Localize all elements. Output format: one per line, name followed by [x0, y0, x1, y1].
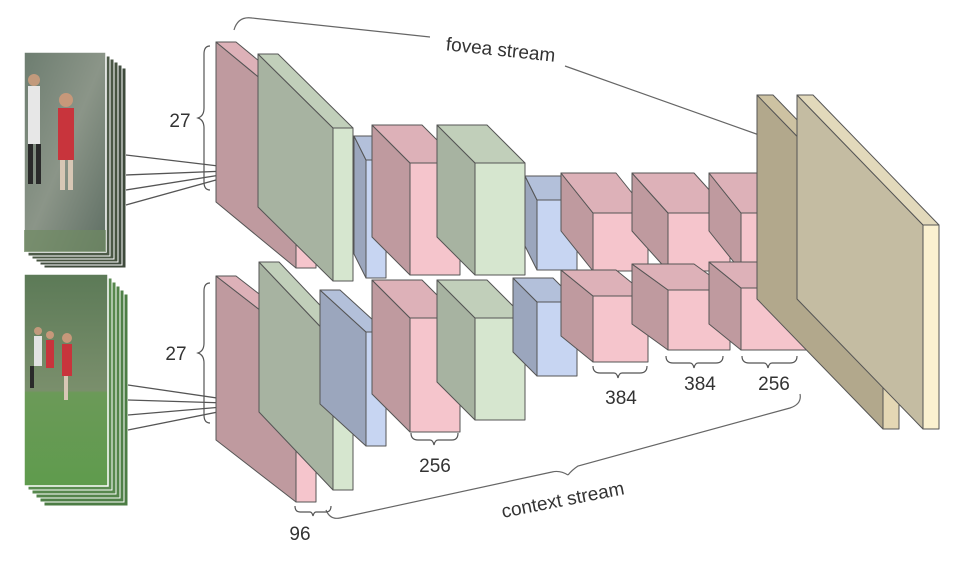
fovea-stream-label: fovea stream	[445, 34, 556, 66]
fovea-stream-bracket	[233, 17, 763, 137]
dim-brace-256-final	[741, 355, 798, 369]
dim-brace-256-context	[410, 432, 459, 446]
dim-brace-96	[294, 505, 332, 517]
context-input-frames	[23, 273, 129, 507]
dim-label-256-context: 256	[419, 456, 451, 477]
context-input-image	[23, 273, 109, 487]
input-size-label-top: 27	[169, 111, 190, 132]
network-layers	[215, 41, 940, 503]
dim-label-256-final: 256	[758, 374, 790, 395]
fovea-input-frames	[23, 51, 127, 269]
input-size-brace-top	[196, 45, 211, 191]
context-norm2	[436, 279, 526, 421]
dim-brace-384-a	[592, 365, 648, 379]
context-stream-bracket	[325, 393, 801, 519]
dim-brace-384-b	[665, 355, 724, 369]
fovea-input-image	[23, 51, 107, 253]
dim-label-96: 96	[289, 524, 310, 545]
fovea-norm1	[257, 53, 354, 282]
dim-label-384-a: 384	[605, 388, 637, 409]
fovea-norm2	[436, 124, 526, 276]
dim-label-384-b: 384	[684, 374, 716, 395]
input-size-label-bottom: 27	[165, 344, 186, 365]
input-size-brace-bottom	[196, 282, 211, 424]
context-stream-label: context stream	[500, 478, 626, 522]
fc-layer-2	[796, 94, 940, 430]
